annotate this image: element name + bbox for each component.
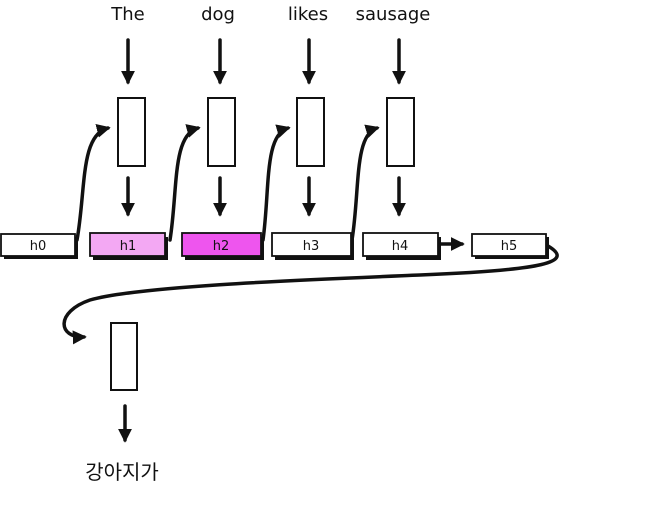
encoder-cell-1 bbox=[117, 97, 146, 167]
hidden-state-h5-box bbox=[471, 233, 547, 257]
hidden-state-h3: h3 bbox=[271, 232, 354, 260]
hidden-state-h4: h4 bbox=[362, 232, 441, 260]
hidden-state-label: h0 bbox=[30, 239, 47, 254]
hidden-state-h5: h5 bbox=[471, 233, 549, 259]
encoder-cell-4 bbox=[386, 97, 415, 167]
hidden-state-h1: h1 bbox=[89, 232, 168, 260]
encoder-cell-2 bbox=[207, 97, 236, 167]
recurrent-arrow-h1-to-cell-2 bbox=[168, 124, 201, 242]
hidden-state-h2: h2 bbox=[181, 232, 264, 260]
hidden-state-label: h4 bbox=[392, 239, 409, 254]
input-word-dog: dog bbox=[201, 4, 235, 25]
hidden-state-label: h2 bbox=[213, 239, 230, 254]
input-word-sausage: sausage bbox=[356, 4, 431, 25]
recurrent-arrow-h2-to-cell-3 bbox=[261, 124, 291, 242]
encoder-cell-3 bbox=[296, 97, 325, 167]
hidden-state-h0-box bbox=[0, 233, 76, 257]
hidden-state-h2-box bbox=[181, 232, 262, 257]
context-arrow-h5-to-decoder bbox=[62, 244, 559, 345]
input-word-the: The bbox=[110, 4, 144, 25]
recurrent-arrow-h3-to-cell-4 bbox=[350, 124, 380, 242]
hidden-state-h1-box bbox=[89, 232, 166, 257]
hidden-state-h3-box bbox=[271, 232, 352, 257]
output-word: 강아지가 bbox=[85, 460, 159, 484]
hidden-state-label: h1 bbox=[120, 239, 137, 254]
hidden-state-label: h3 bbox=[303, 239, 320, 254]
hidden-state-h4-box bbox=[362, 232, 439, 257]
recurrent-arrow-h0-to-cell-1 bbox=[75, 123, 111, 242]
hidden-state-h0: h0 bbox=[0, 233, 78, 259]
input-word-likes: likes bbox=[288, 4, 328, 25]
decoder-cell bbox=[110, 322, 138, 391]
hidden-state-label: h5 bbox=[501, 239, 518, 254]
